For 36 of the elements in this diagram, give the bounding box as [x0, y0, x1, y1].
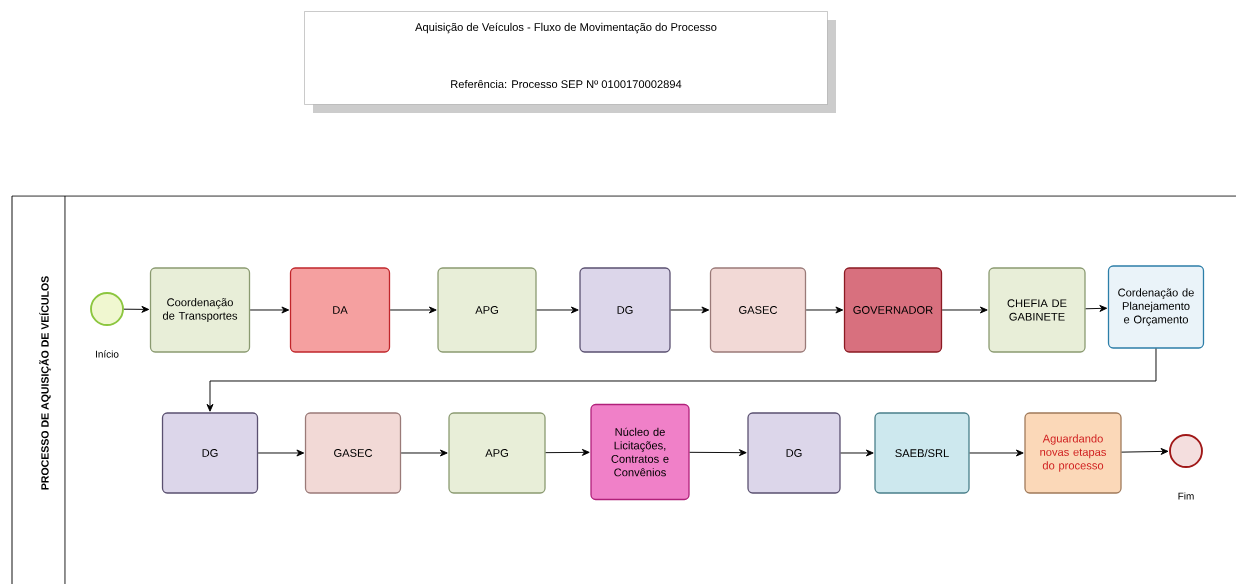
process-box: CHEFIA DE GABINETE [988, 267, 1086, 353]
arrow [536, 306, 579, 314]
header-box: Aquisição de Veículos - Fluxo de Movimentação do Processo Referência: Processo SEP Nº 0100170002894 [304, 11, 836, 113]
arrow [257, 449, 305, 457]
arrow [249, 306, 290, 314]
arrow [689, 449, 747, 457]
process-box: DA [289, 267, 391, 353]
event-label: Fim [1178, 492, 1194, 500]
process-box: SAEB/SRL [874, 412, 970, 494]
process-box: GASEC [709, 267, 807, 353]
arrow [840, 449, 874, 457]
event-label: Início [96, 350, 119, 358]
arrow [805, 306, 844, 314]
arrow [1121, 447, 1169, 455]
process-box: Núcleo de Licitações, Contratos e Convênios [590, 403, 690, 501]
end-event-circle [1169, 434, 1203, 468]
arrow [670, 306, 710, 314]
process-box: Cordenação de Planejamento e Orçamento [1107, 265, 1205, 349]
process-box: GOVERNADOR [843, 267, 943, 353]
process-box: GASEC [304, 412, 402, 494]
start-event-circle [90, 292, 124, 326]
arrow [206, 348, 1157, 412]
arrow [1085, 304, 1108, 312]
arrow [389, 306, 437, 314]
process-box: DG [747, 412, 841, 494]
arrow [400, 449, 448, 457]
process-box: APG [448, 412, 546, 494]
arrow [941, 306, 988, 314]
process-box: Aguardando novas etapas do processo [1024, 412, 1122, 494]
arrow [969, 449, 1024, 457]
arrow [545, 448, 590, 456]
process-box: Coordenação de Transportes [149, 267, 251, 353]
arrow [123, 305, 150, 313]
process-box: APG [437, 267, 537, 353]
process-box: DG [579, 267, 671, 353]
process-box: DG [161, 412, 259, 494]
